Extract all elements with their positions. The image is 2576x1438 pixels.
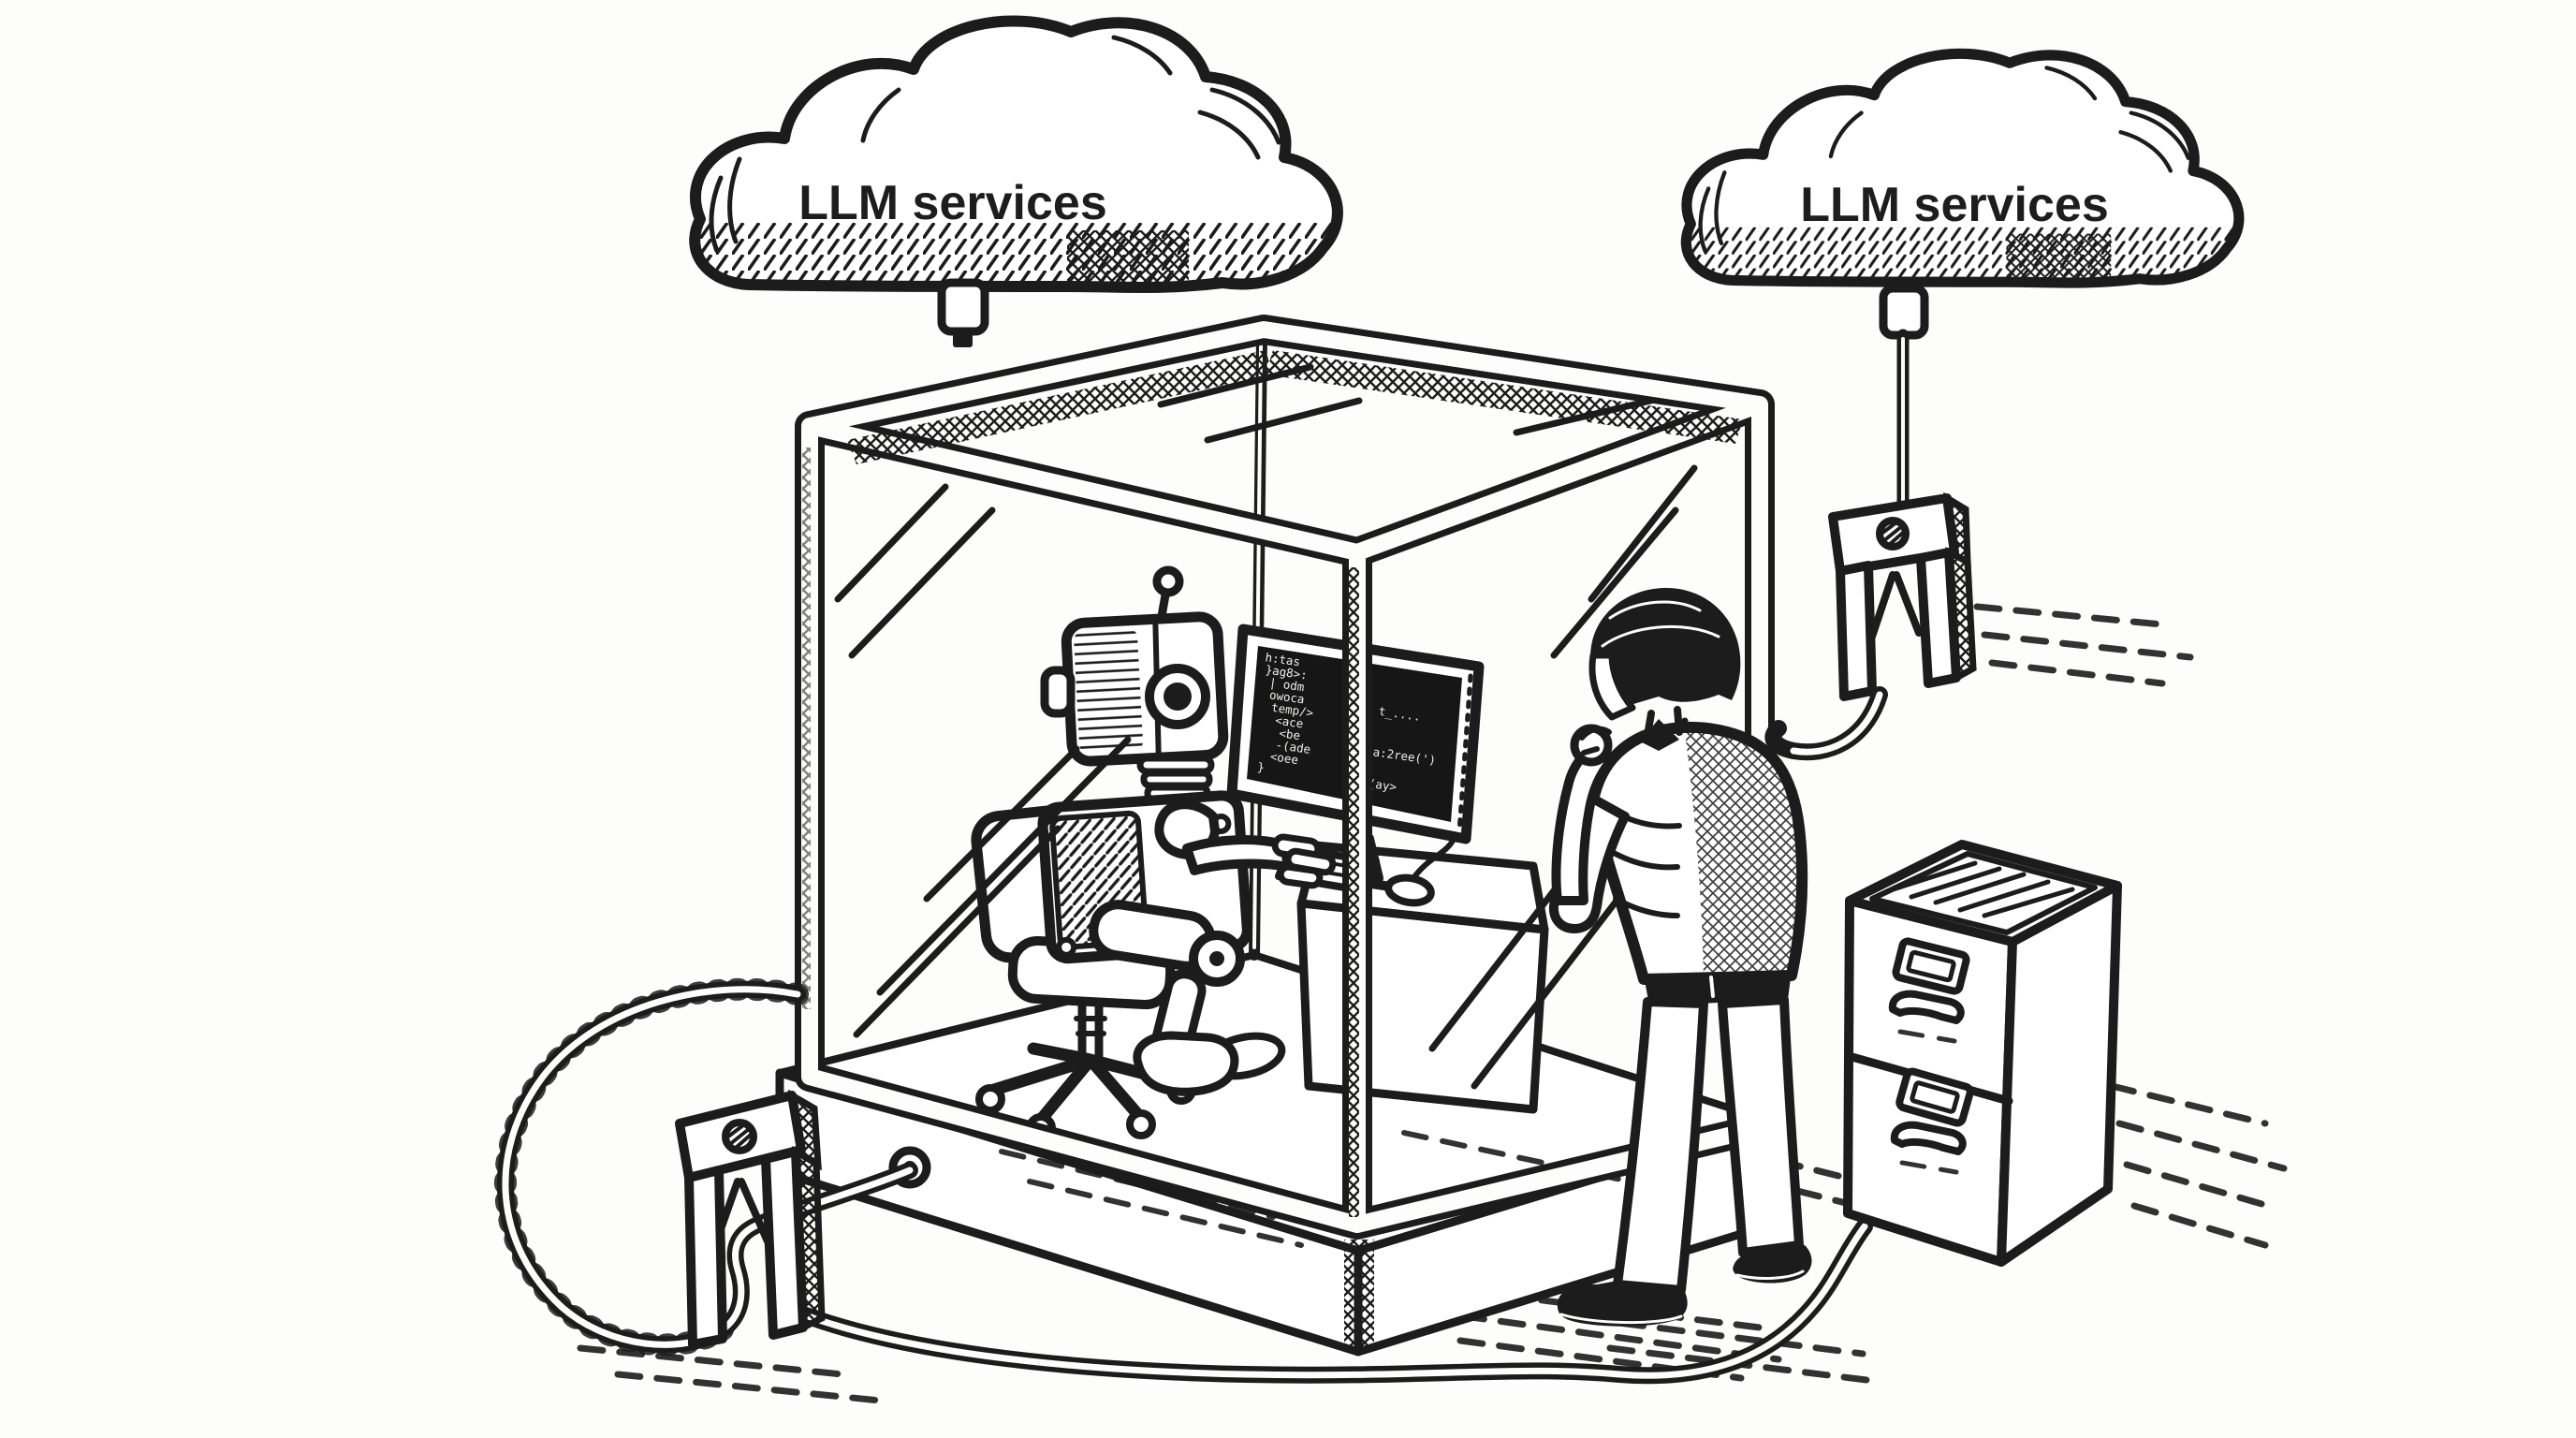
frame-mesh-strip: [847, 350, 1273, 464]
frame-mesh-strip: [1266, 350, 1743, 444]
desk-front: [1296, 899, 1549, 1114]
cloud-left-engraving: [709, 35, 1281, 254]
man: [1548, 588, 1812, 1327]
man-face: [1588, 652, 1636, 721]
cloud-right-hatching: [1686, 227, 2239, 284]
bracket-left-leg: [684, 1166, 727, 1349]
code-line: (ay>: [1368, 776, 1398, 794]
code-line: <oee: [1269, 749, 1299, 767]
man-shoes: [1557, 1245, 1812, 1327]
drawer-handle: [1890, 1121, 1967, 1155]
code-line: <be: [1279, 726, 1301, 742]
code-line: owoca: [1268, 687, 1305, 706]
code-line: | odm: [1268, 675, 1305, 694]
robot-arm: [1154, 800, 1337, 889]
man-hair-highlights: [1601, 600, 1720, 648]
chair-column: [1074, 999, 1107, 1063]
cloud-left-hatching: [695, 223, 1338, 287]
cabinet-drawer-top: [1888, 937, 1970, 1044]
bracket-right-screw: [1876, 517, 1910, 550]
man-shirt-hatch: [1685, 730, 1801, 977]
robot-screw: [1056, 936, 1077, 958]
man-neck: [1644, 706, 1683, 740]
bracket-right: [1828, 492, 1977, 701]
cable-right: [1764, 686, 1888, 761]
man-arm: [1548, 724, 1630, 933]
glass-box: h:tas }ag8>: | odm owoca temp/> <ace <be…: [775, 315, 1782, 1357]
code-line: t_....: [1378, 704, 1422, 724]
code-line: <ace: [1274, 712, 1304, 730]
chair-caster: [1126, 1109, 1156, 1139]
cloud-right-engraving: [1698, 66, 2190, 254]
cloud-left: [693, 21, 1348, 290]
man-collar: [1640, 719, 1679, 751]
robot-ear: [1040, 666, 1076, 718]
cloud-left-label: LLM services: [798, 176, 1107, 230]
bracket-left-screw: [722, 1119, 757, 1154]
cabinet-folders: [1884, 860, 2075, 918]
code-line: temp/>: [1270, 700, 1314, 720]
man-ear: [1669, 667, 1696, 701]
filing-cabinet: [1843, 840, 2122, 1267]
code-line: }: [1256, 759, 1266, 774]
man-head: [1588, 588, 1741, 740]
man-belt: [1644, 970, 1792, 1005]
cloud-right: [1684, 53, 2247, 285]
code-line: -(ade: [1275, 738, 1311, 756]
monitor-vent-dots: [1456, 673, 1473, 834]
cabinet-top-open: [1845, 840, 2122, 946]
drawer-handle: [1888, 990, 1965, 1024]
belt-buckle: [1709, 976, 1715, 998]
left-pillar-mesh: [802, 448, 811, 1009]
robot-leg: [1089, 900, 1286, 1096]
cloud-right-label: LLM services: [1800, 178, 2109, 232]
front-pillar-mesh: [1349, 567, 1359, 1217]
cloud-connector-stub-left: [937, 278, 989, 347]
bracket-right-leg: [1836, 561, 1877, 701]
chair-caster: [975, 1084, 1005, 1114]
robot: [1037, 565, 1337, 1096]
cable-floor: [776, 1218, 1873, 1385]
cabinet-drawer-bottom: [1890, 1067, 1974, 1175]
box-frame: [795, 315, 1775, 1240]
bracket-right-struts: [1868, 571, 1923, 640]
cloud-connector-stub-right: [1879, 284, 1929, 340]
robot-hand: [1271, 833, 1337, 889]
mouse-cable: [1411, 838, 1456, 881]
robot-eye: [1145, 664, 1210, 729]
bracket-left: [675, 1089, 826, 1349]
mouse: [1384, 838, 1456, 907]
robot-foot: [1133, 1031, 1239, 1096]
code-line: h:tas: [1265, 650, 1301, 668]
robot-head-hatch: [1074, 629, 1143, 753]
man-hand: [1570, 724, 1613, 767]
box-base-corner-mesh: [1344, 1240, 1374, 1350]
man-hair: [1589, 588, 1741, 712]
code-line: }ag8>:: [1265, 662, 1309, 682]
